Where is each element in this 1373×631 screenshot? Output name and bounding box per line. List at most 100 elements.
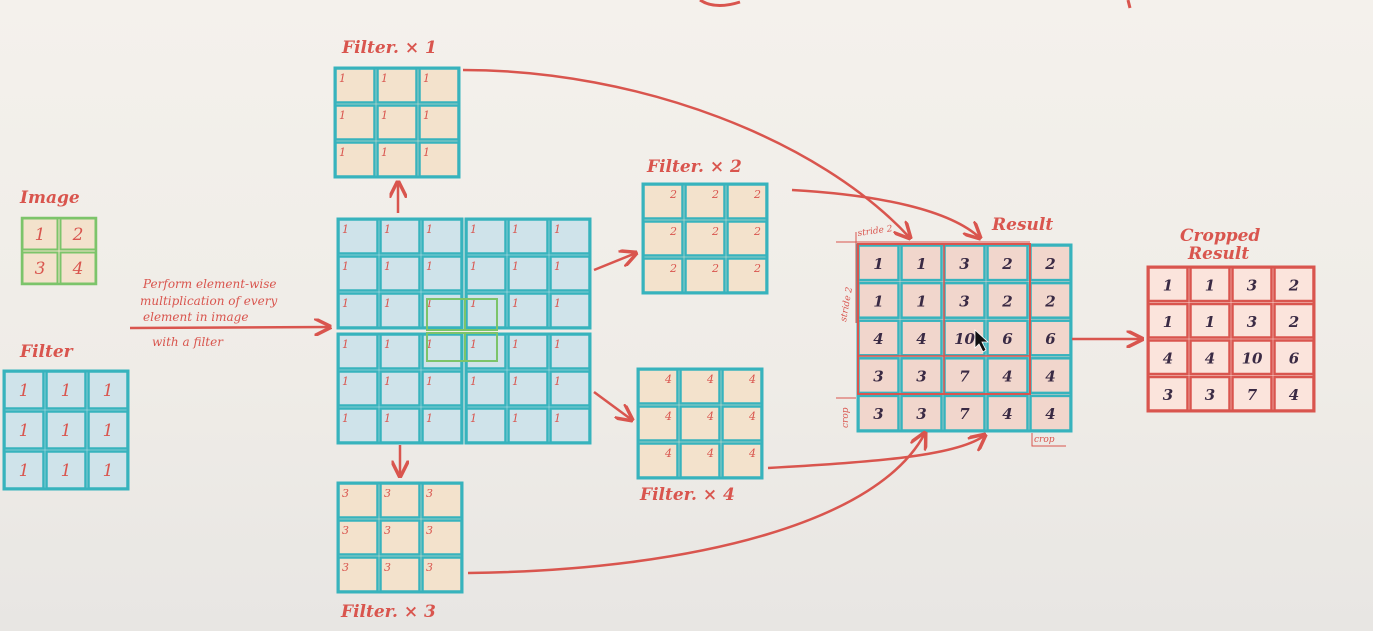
cell-value: 1: [339, 146, 346, 159]
matrix-cell: [45, 410, 87, 450]
cell-value: 7: [959, 368, 970, 386]
matrix-background: [334, 67, 460, 178]
arrow-fx1-to-result: [462, 68, 910, 238]
cell-value: 1: [470, 375, 477, 388]
matrix-background: [337, 218, 463, 329]
mouse-cursor-icon: [974, 329, 990, 353]
arrow-right-down: [593, 390, 632, 420]
cell-value: 1: [381, 109, 388, 122]
cell-value: 1: [1163, 276, 1173, 294]
matrix-border: [464, 217, 592, 330]
matrix-cell: [507, 255, 549, 292]
matrix-cell: [900, 281, 943, 319]
cell-value: 2: [753, 188, 761, 201]
matrix-cell: [1231, 302, 1273, 339]
arrow-fx3-to-result: [467, 433, 925, 575]
cell-value: 2: [753, 262, 761, 275]
cell-value: 3: [873, 368, 883, 386]
matrix-background: [337, 482, 463, 593]
cell-value: 4: [748, 447, 756, 460]
cell-value: 1: [423, 146, 430, 159]
matrix-cell: [684, 220, 726, 257]
cell-value: 1: [423, 72, 430, 85]
cell-value: 10: [954, 330, 975, 348]
matrix-cell: [986, 281, 1029, 319]
cell-value: 1: [339, 109, 346, 122]
cell-value: 1: [19, 461, 30, 481]
cell-value: 2: [1288, 276, 1299, 294]
cell-value: 1: [512, 338, 519, 351]
matrix-border: [1146, 265, 1316, 413]
matrix-border: [333, 66, 461, 179]
cell-value: 3: [426, 524, 433, 537]
cell-value: 3: [1247, 276, 1257, 294]
cell-value: 2: [1288, 313, 1299, 331]
crop-bottom-tick: [1031, 433, 1066, 447]
matrix-border: [464, 332, 592, 445]
cell-value: 2: [1001, 292, 1012, 310]
cell-value: 1: [384, 297, 391, 310]
cell-value: 1: [342, 338, 349, 351]
cell-value: 4: [1045, 368, 1055, 386]
cell-value: 3: [873, 405, 883, 423]
cell-value: 1: [554, 375, 561, 388]
cell-value: 1: [61, 461, 72, 481]
cell-value: 4: [706, 447, 714, 460]
cell-value: 1: [1205, 276, 1215, 294]
cell-value: 4: [873, 330, 883, 348]
cell-value: 4: [748, 373, 756, 386]
stride-top-label: stride 2: [857, 224, 893, 239]
cell-value: 10: [1242, 349, 1263, 367]
matrix-background: [465, 333, 591, 444]
matrix-cell: [986, 357, 1029, 395]
matrix-background: [337, 333, 463, 444]
cell-value: 6: [1045, 330, 1056, 348]
cell-value: 4: [664, 373, 672, 386]
cell-value: 1: [339, 72, 346, 85]
cell-value: 4: [706, 410, 714, 423]
cell-value: 3: [384, 524, 391, 537]
cell-value: 7: [959, 405, 970, 423]
cell-value: 3: [384, 487, 391, 500]
cell-value: 4: [1163, 349, 1173, 367]
cell-value: 7: [1247, 386, 1258, 404]
cell-value: 2: [1044, 255, 1055, 273]
cell-value: 3: [426, 561, 433, 574]
arrow-right-up: [593, 253, 636, 272]
cell-value: 4: [748, 410, 756, 423]
cell-value: 3: [916, 405, 926, 423]
cell-value: 4: [1002, 368, 1012, 386]
matrix-border: [336, 481, 464, 594]
cell-value: 1: [384, 412, 391, 425]
stride-left-label: stride 2: [839, 286, 855, 323]
cell-value: 3: [426, 487, 433, 500]
image-label: Image: [19, 188, 80, 208]
top-scribble: [699, 0, 741, 7]
instruction-note: Perform element-wise multiplication of e…: [140, 277, 277, 349]
arrow-fx2-to-result: [791, 188, 980, 238]
cell-value: 1: [384, 223, 391, 236]
cell-value: 3: [342, 524, 349, 537]
cell-value: 1: [426, 260, 433, 273]
cell-value: 3: [959, 255, 969, 273]
cell-value: 1: [512, 260, 519, 273]
matrix-border: [636, 367, 764, 480]
cell-value: 2: [1001, 255, 1012, 273]
cell-value: 3: [1163, 386, 1173, 404]
result-label: Result: [991, 215, 1053, 235]
cell-value: 2: [1044, 292, 1055, 310]
cell-value: 2: [711, 188, 719, 201]
cell-value: 1: [423, 109, 430, 122]
matrix-cell: [379, 519, 421, 556]
cell-value: 1: [512, 412, 519, 425]
matrix-cell: [679, 405, 721, 442]
cell-value: 4: [1002, 405, 1012, 423]
cell-value: 1: [342, 297, 349, 310]
cell-value: 1: [470, 223, 477, 236]
cell-value: 3: [342, 487, 349, 500]
matrix-border: [336, 217, 464, 330]
